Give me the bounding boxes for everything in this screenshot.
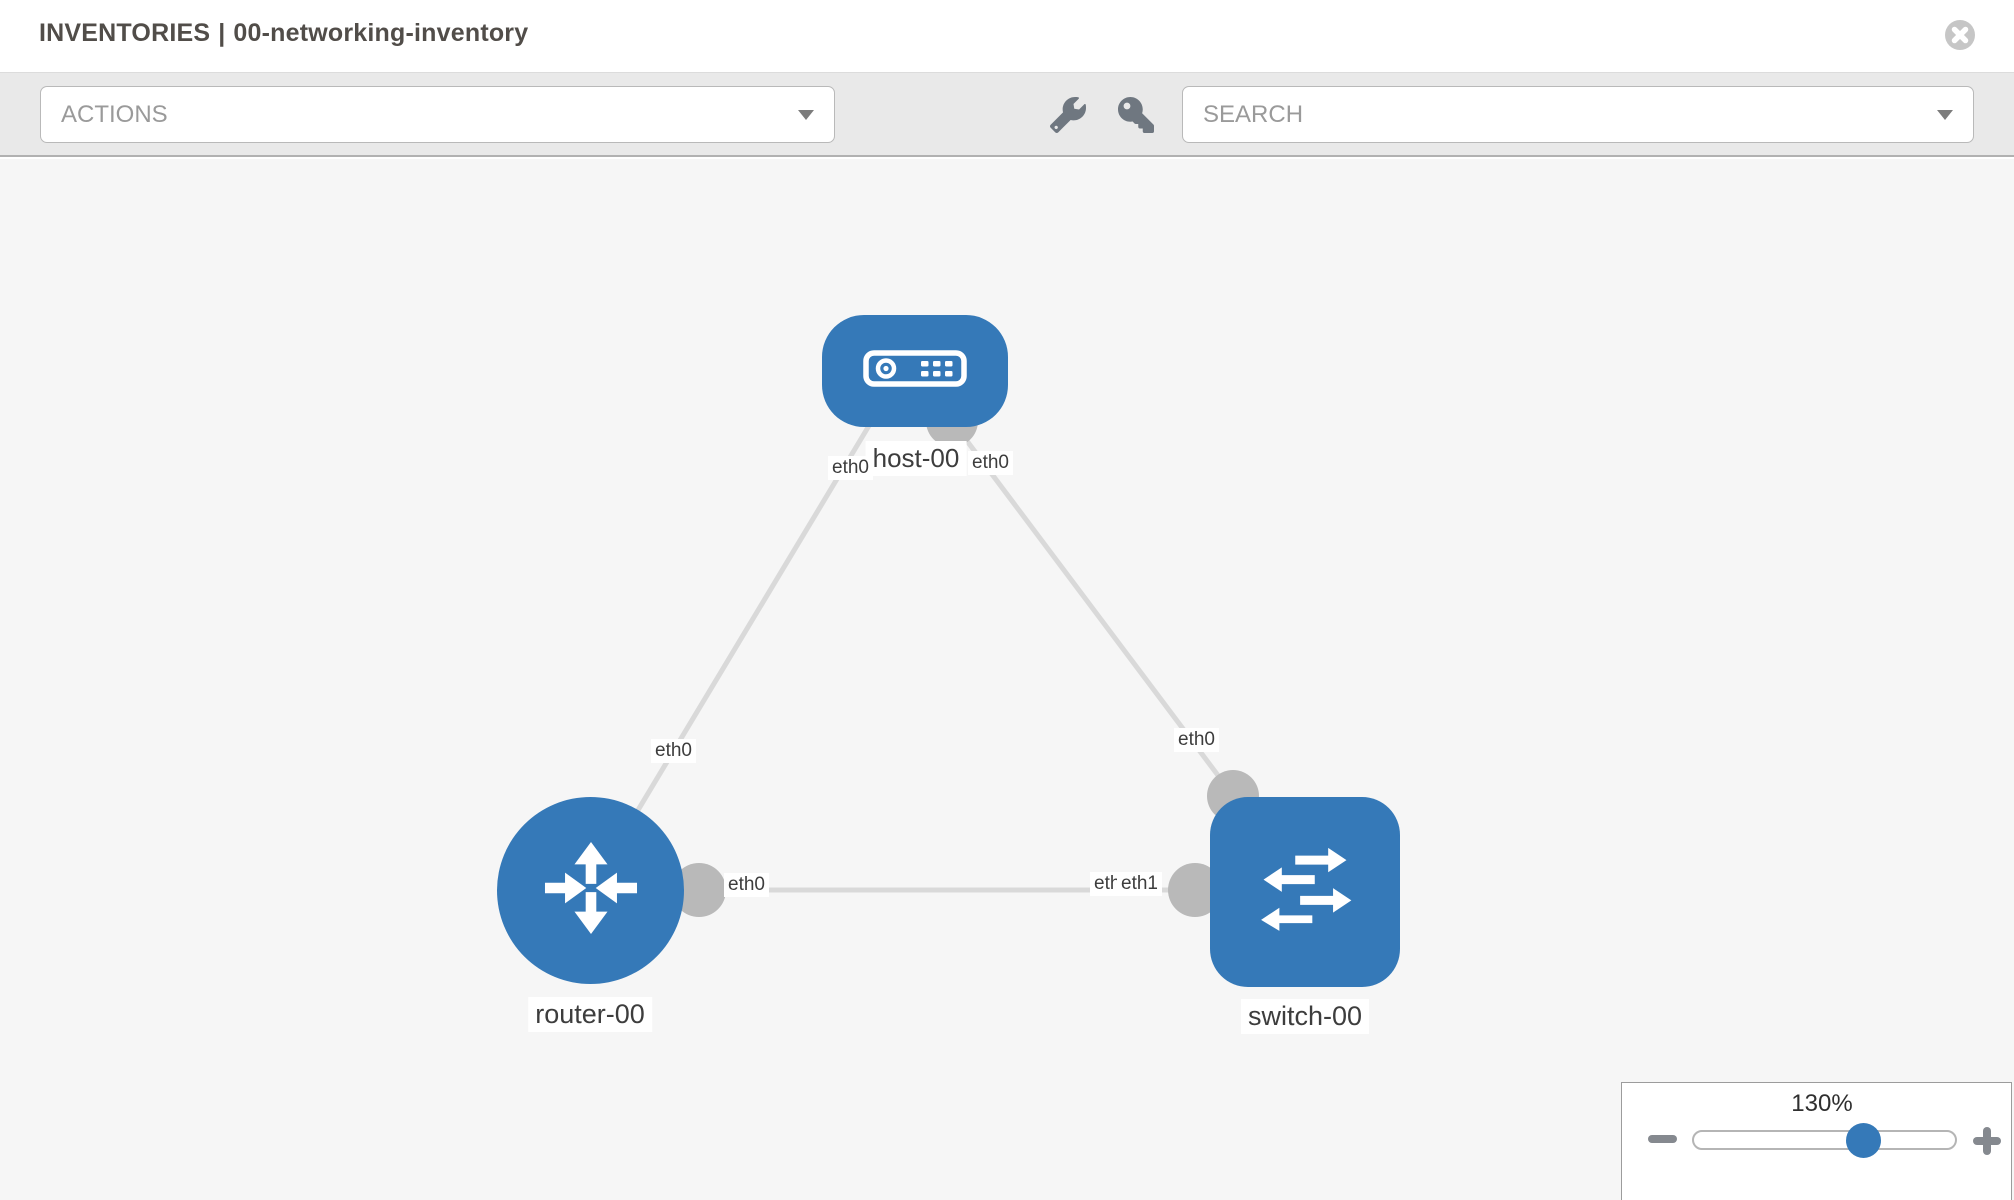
node-switch-00[interactable] bbox=[1210, 797, 1400, 987]
panel-header: INVENTORIES|00-networking-inventory bbox=[0, 0, 2014, 72]
interface-label-host-router-host-end: eth0 bbox=[828, 456, 873, 480]
node-host-00[interactable] bbox=[822, 315, 1008, 427]
actions-dropdown[interactable]: ACTIONS bbox=[40, 86, 835, 143]
page-title: INVENTORIES|00-networking-inventory bbox=[39, 19, 528, 48]
switch-icon bbox=[1244, 829, 1366, 956]
page-title-section: INVENTORIES bbox=[39, 19, 211, 47]
toolbar: ACTIONS SEARCH bbox=[0, 72, 2014, 157]
router-icon bbox=[532, 829, 650, 952]
zoom-level-value: 130% bbox=[1791, 1090, 1853, 1117]
chevron-down-icon bbox=[1937, 109, 1953, 120]
credentials-button[interactable] bbox=[1117, 97, 1155, 135]
interface-label-router-switch-switch-end: eth1 bbox=[1117, 872, 1162, 896]
configure-button[interactable] bbox=[1049, 97, 1087, 135]
zoom-slider-thumb[interactable] bbox=[1846, 1123, 1881, 1158]
key-icon bbox=[1118, 97, 1154, 136]
close-button[interactable] bbox=[1944, 19, 1976, 51]
chevron-down-icon bbox=[798, 109, 814, 120]
zoom-out-button[interactable] bbox=[1648, 1135, 1677, 1143]
inventory-name: 00-networking-inventory bbox=[233, 19, 529, 47]
zoom-panel: 130% bbox=[1621, 1082, 2012, 1200]
title-separator: | bbox=[218, 19, 226, 47]
interface-label-router-switch-router-end: eth0 bbox=[724, 873, 769, 897]
actions-dropdown-label: ACTIONS bbox=[61, 100, 168, 128]
interface-label-host-switch-host-end: eth0 bbox=[968, 451, 1013, 475]
close-icon bbox=[1944, 20, 1976, 54]
interface-label-host-router-router-end: eth0 bbox=[651, 739, 696, 763]
host-icon bbox=[863, 350, 967, 392]
zoom-slider-track[interactable] bbox=[1692, 1130, 1957, 1150]
topology-canvas[interactable] bbox=[0, 159, 2014, 1200]
node-label-router: router-00 bbox=[528, 997, 652, 1032]
search-dropdown-label: SEARCH bbox=[1203, 100, 1304, 128]
zoom-in-button[interactable] bbox=[1973, 1127, 2001, 1155]
node-router-00[interactable] bbox=[497, 797, 684, 984]
node-label-host: host-00 bbox=[865, 441, 967, 476]
link-endpoint-router-switch-router-end bbox=[672, 863, 726, 917]
link-endpoint-router-switch-switch-end bbox=[1168, 863, 1222, 917]
node-label-switch: switch-00 bbox=[1240, 999, 1370, 1034]
interface-label-host-switch-switch-end: eth0 bbox=[1174, 728, 1219, 752]
wrench-icon bbox=[1050, 97, 1086, 136]
search-dropdown[interactable]: SEARCH bbox=[1182, 86, 1974, 143]
